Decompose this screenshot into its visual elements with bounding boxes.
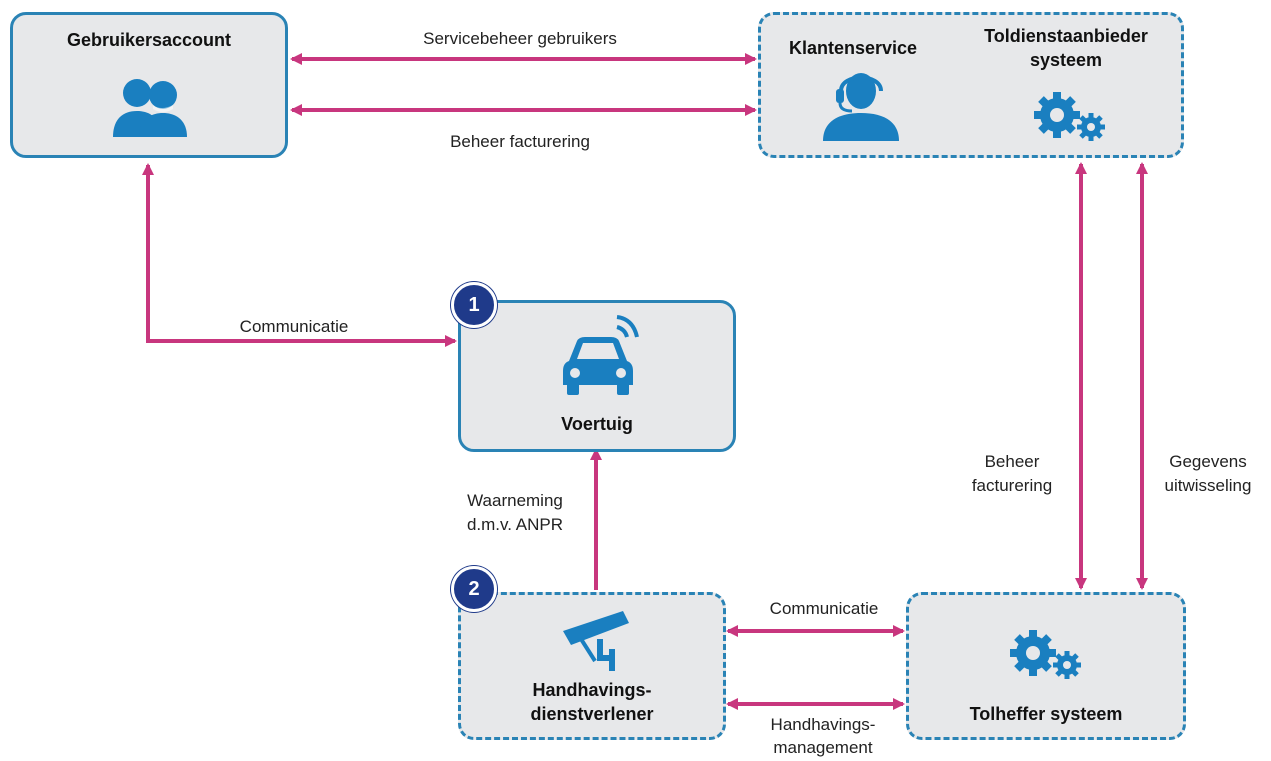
step-badge-1: 1 bbox=[451, 282, 497, 328]
edge-label-handhavings-management-2: management bbox=[773, 738, 873, 757]
connected-car-icon bbox=[563, 315, 639, 395]
node-klantenservice-toldienstaanbieder: Klantenservice Toldienstaanbieder systee… bbox=[758, 12, 1184, 158]
edge-label-communicatie-vehicle: Communicatie bbox=[239, 317, 349, 336]
edge-label-handhavings-management-1: Handhavings- bbox=[770, 715, 876, 734]
node-tolheffer-systeem: Tolheffer systeem bbox=[906, 592, 1186, 740]
node-gebruikersaccount: Gebruikersaccount bbox=[10, 12, 288, 158]
edge-label-servicebeheer: Servicebeheer gebruikers bbox=[423, 29, 617, 48]
node-title-klantenservice: Klantenservice bbox=[788, 38, 918, 58]
step-badge-2: 2 bbox=[451, 566, 497, 612]
edge-label-beheer-facturering-top: Beheer facturering bbox=[450, 132, 590, 151]
camera-icon bbox=[563, 611, 629, 671]
node-voertuig: Voertuig bbox=[458, 300, 736, 452]
headset-agent-icon bbox=[823, 73, 899, 141]
edge-label-waarneming-2: d.m.v. ANPR bbox=[466, 515, 564, 534]
arrow-communicatie-vehicle bbox=[142, 163, 457, 347]
edge-label-gegevens-2: uitwisseling bbox=[1164, 476, 1252, 495]
node-title-2: dienstverlener bbox=[530, 704, 654, 724]
node-title: Gebruikersaccount bbox=[66, 30, 232, 50]
users-icon bbox=[113, 79, 187, 137]
edge-label-gegevens-1: Gegevens bbox=[1169, 452, 1247, 471]
edge-label-communicatie-bottom: Communicatie bbox=[769, 599, 879, 618]
node-title-toldienstaanbieder-1: Toldienstaanbieder bbox=[984, 26, 1148, 46]
gears-icon bbox=[1010, 630, 1081, 679]
node-title-1: Handhavings- bbox=[532, 680, 652, 700]
gears-icon bbox=[1034, 92, 1105, 141]
node-title: Voertuig bbox=[561, 414, 633, 434]
edge-label-beheer-facturering-right-1: Beheer bbox=[984, 452, 1040, 471]
node-title-toldienstaanbieder-2: systeem bbox=[1029, 50, 1103, 70]
node-title: Tolheffer systeem bbox=[969, 704, 1123, 724]
node-handhavingsdienstverlener: Handhavings- dienstverlener bbox=[458, 592, 726, 740]
edge-label-beheer-facturering-right-2: facturering bbox=[971, 476, 1053, 495]
edge-label-waarneming-1: Waarneming bbox=[467, 491, 563, 510]
